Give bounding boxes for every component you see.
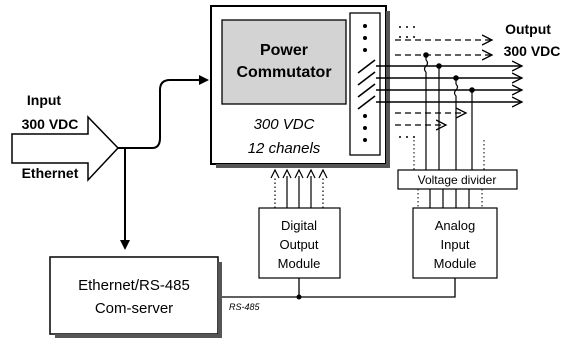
- divider-dotted-lines: [413, 140, 485, 170]
- switch-dots-bottom: [363, 114, 367, 142]
- voltage-divider-box: [397, 169, 518, 190]
- voltage-divider-label: Voltage divider: [418, 173, 497, 187]
- digital-module-line1: Digital: [281, 218, 317, 233]
- digital-module-line2: Output: [279, 237, 318, 252]
- ethernet-label: Ethernet: [22, 165, 79, 181]
- digital-module-line3: Module: [278, 256, 321, 271]
- commutator-spec-line1: 300 VDC: [254, 116, 315, 133]
- commutator-title-line1: Power: [260, 42, 308, 59]
- output-dotted-bottom: [399, 136, 415, 138]
- com-server-shadow-bottom: [55, 334, 222, 338]
- rs485-label: RS-485: [229, 302, 261, 312]
- commutator-title-line2: Commutator: [236, 64, 331, 81]
- input-label: Input: [27, 92, 62, 108]
- digital-arrowheads: [270, 168, 328, 179]
- switch-dots-top: [363, 24, 367, 52]
- output-junctions: [423, 52, 475, 93]
- analog-module-line3: Module: [434, 256, 477, 271]
- switch-symbols: [357, 59, 376, 110]
- input-to-commutator-line: [118, 75, 209, 149]
- output-dotted-top: [399, 26, 415, 38]
- com-server-shadow-right: [218, 262, 222, 338]
- rs485-bus-line: [222, 278, 456, 298]
- com-server-line1: Ethernet/RS-485: [78, 277, 190, 294]
- com-server-box: [49, 256, 219, 335]
- commutator-spec-line2: 12 chanels: [248, 140, 321, 157]
- analog-module-line1: Analog: [435, 218, 475, 233]
- digital-output-module-box: [258, 207, 341, 279]
- switch-column-box: [349, 12, 381, 156]
- analog-input-module-box: [412, 207, 498, 279]
- digital-to-commutator-arrows: [274, 176, 324, 208]
- input-arrow-shape: [11, 115, 120, 182]
- input-voltage-label: 300 VDC: [22, 116, 79, 132]
- rs485-junction: [296, 294, 302, 300]
- com-server-line2: Com-server: [95, 300, 173, 317]
- divider-to-analog-lines: [429, 189, 470, 208]
- analog-module-line2: Input: [441, 237, 470, 252]
- divider-to-analog-dotted: [417, 189, 483, 208]
- output-voltage-label: 300 VDC: [504, 43, 561, 59]
- commutator-core-box: [221, 19, 347, 105]
- commutator-shadow-bottom: [216, 164, 390, 168]
- divider-tap-lines: [423, 55, 473, 170]
- output-label: Output: [505, 21, 551, 37]
